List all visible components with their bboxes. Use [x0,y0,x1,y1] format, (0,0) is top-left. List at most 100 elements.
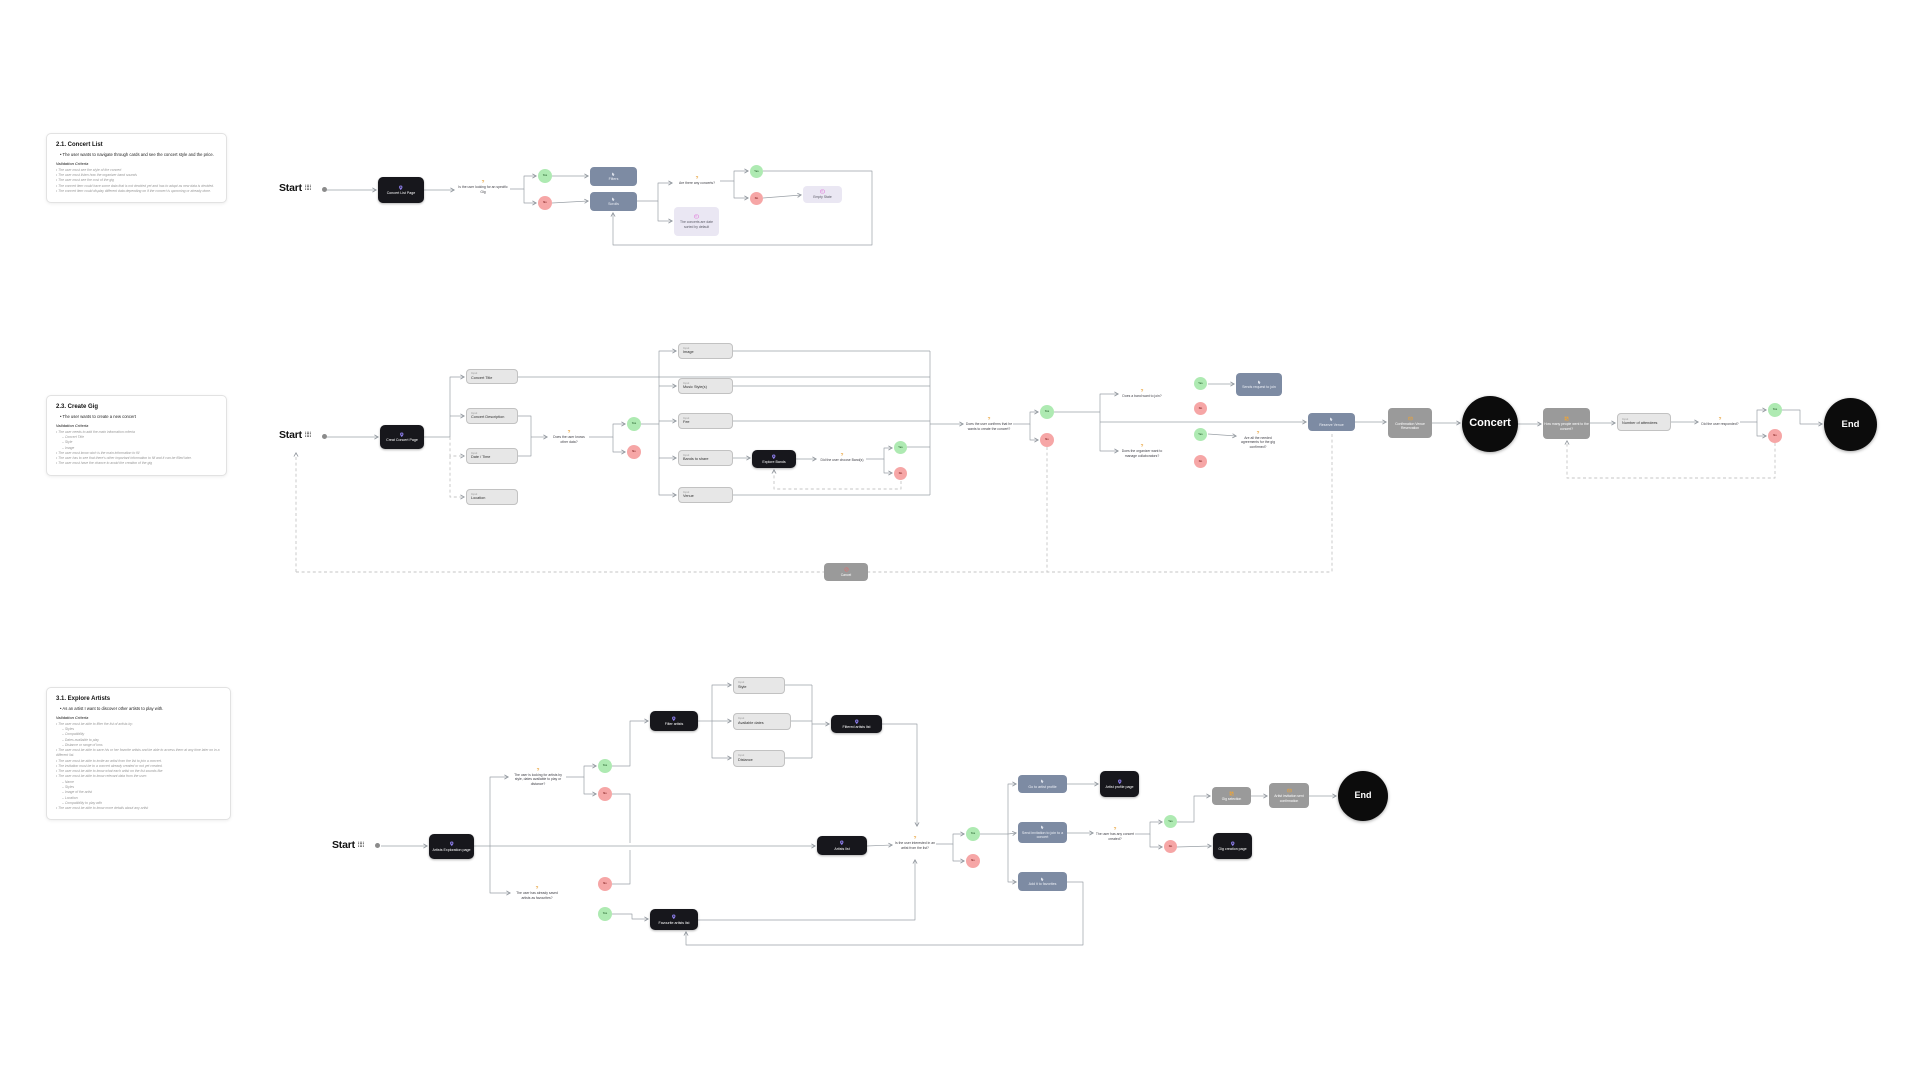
node-favourite-artists-list[interactable]: Favourite artists list [650,909,698,930]
node-scrolls[interactable]: Scrolls [590,192,637,211]
badge-text: No [632,450,636,454]
badge-text: Yes [1772,408,1778,412]
node-filter-artists[interactable]: Filter artists [650,711,698,731]
question-band-join[interactable]: ?Does a band want to join? [1120,382,1164,406]
node-end-explore-artists[interactable]: End [1338,771,1388,821]
question-interested-artist[interactable]: ?Is the user interested in an artist fro… [894,828,936,858]
node-concert-milestone[interactable]: Concert [1462,396,1518,452]
node-how-many-people[interactable]: How many people went to the concert? [1543,408,1590,439]
start-label-create-gig[interactable]: Start⣿⣿ [279,429,329,442]
node-filters[interactable]: Filters [590,167,637,186]
question-knows-other-data[interactable]: ?Does the user knows other data? [549,424,589,450]
yes-badge[interactable]: Yes [627,417,641,431]
node-creat-concert-page[interactable]: Creat Concert Page [380,425,424,449]
yes-badge[interactable]: Yes [598,907,612,921]
validation-criteria-item: – Dates available to play [62,737,99,742]
yes-badge[interactable]: Yes [966,827,980,841]
node-gig-creation-page[interactable]: Gig creation page [1213,833,1252,859]
no-badge[interactable]: No [894,467,907,480]
badge-text: Yes [602,912,608,916]
validation-criteria-item: • The user must listen how the organizer… [56,173,137,178]
start-label-explore-artists[interactable]: Start⣿⣿ [332,839,382,852]
note-date-sorted[interactable]: The concerts are date sorted by default [674,207,719,236]
question-saved-favourites[interactable]: ?The user has already saved artists as f… [512,880,562,906]
node-empty-state[interactable]: Empty State [803,186,842,203]
validation-criteria-item: • The user must be able to know relevant… [56,774,147,779]
question-agreements-confirmed[interactable]: ?Are all the needed agreements for the g… [1238,420,1278,460]
no-badge[interactable]: No [1768,429,1782,443]
question-any-concerts[interactable]: ?Are there any concerts? [674,168,720,194]
yes-badge[interactable]: Yes [1768,403,1782,417]
card-create-gig[interactable]: 2.3. Create Gig• The user wants to creat… [46,395,227,476]
node-label: Filtered artists list [842,725,871,729]
node-artist-profile-page[interactable]: Artist profile page [1100,771,1139,797]
node-send-invitation[interactable]: Send invitation to join to a concert [1018,822,1067,843]
yes-badge[interactable]: Yes [894,441,907,454]
yes-badge[interactable]: Yes [538,169,552,183]
node-artist-invitation-confirmation[interactable]: Artist invitation sent confirmation [1269,783,1309,808]
node-artists-exploration-page[interactable]: Artists Exploration page [429,834,474,859]
node-go-to-artist-profile[interactable]: Go to artist profile [1018,775,1067,793]
node-sends-request[interactable]: Sends request to join [1236,373,1282,396]
connector [449,456,466,500]
no-badge[interactable]: No [598,877,612,891]
terminal-text: End [1354,790,1372,801]
question-manage-collaborators[interactable]: ?Does the organizer want to manage colla… [1120,434,1164,468]
node-confirmation-venue-reservation[interactable]: Confirmation Venue Reservation [1388,408,1432,438]
cursor-icon [611,171,616,177]
node-filtered-artists-list[interactable]: Filtered artists list [831,715,882,733]
validation-criteria-item: – Compatibility [62,732,85,737]
yes-badge[interactable]: Yes [1194,377,1207,390]
no-badge[interactable]: No [1194,402,1207,415]
question-choose-bands[interactable]: ?Did the user choose Band(s) [818,447,866,469]
node-add-to-favorites[interactable]: Add it to favorites [1018,872,1067,891]
card-explore-artists[interactable]: 3.1. Explore Artists• As an artist I wan… [46,687,231,821]
connector [658,424,678,461]
node-concert-list-page[interactable]: Concert List Page [378,177,424,203]
node-explore-bands[interactable]: Explore Bands [752,450,796,468]
validation-criteria-item: – Compatibility to play with [62,800,103,805]
no-badge[interactable]: No [538,196,552,210]
question-user-responded[interactable]: ?Did the user responded? [1700,408,1740,436]
no-badge[interactable]: No [966,854,980,868]
question-confirm-create[interactable]: ?Does the user confirms that he wants to… [965,407,1013,441]
no-badge[interactable]: No [750,192,763,205]
node-artists-list[interactable]: Artists list [817,836,867,855]
question-specific-gig[interactable]: ?Is the user looking for an specific Gig [456,172,510,202]
node-gig-selection[interactable]: Gig selection [1212,787,1251,805]
yes-badge[interactable]: Yes [750,165,763,178]
connector [612,913,650,922]
start-label-concert-list[interactable]: Start⣿⣿ [279,182,329,195]
yes-badge[interactable]: Yes [598,759,612,773]
card-concert-list[interactable]: 2.1. Concert List• The user wants to nav… [46,133,227,204]
no-badge[interactable]: No [1164,840,1177,853]
node-cancel[interactable]: Cancel [824,563,868,581]
no-badge[interactable]: No [1194,455,1207,468]
validation-criteria-item: – Name [62,779,74,784]
node-end-create-gig[interactable]: End [1824,398,1877,451]
input-tag: Input [683,415,690,420]
yes-badge[interactable]: Yes [1040,405,1054,419]
no-badge[interactable]: No [598,787,612,801]
question-any-concert-created[interactable]: ?The user has any concert created? [1095,823,1135,845]
no-badge[interactable]: No [1040,433,1054,447]
yes-badge[interactable]: Yes [1164,815,1177,828]
yes-badge[interactable]: Yes [1194,428,1207,441]
no-badge[interactable]: No [627,445,641,459]
pin-icon [671,914,677,920]
question-looking-filters[interactable]: ?The user is looking for artists by styl… [510,763,566,791]
node-reserve-venue[interactable]: Reserve Venue [1308,413,1355,431]
